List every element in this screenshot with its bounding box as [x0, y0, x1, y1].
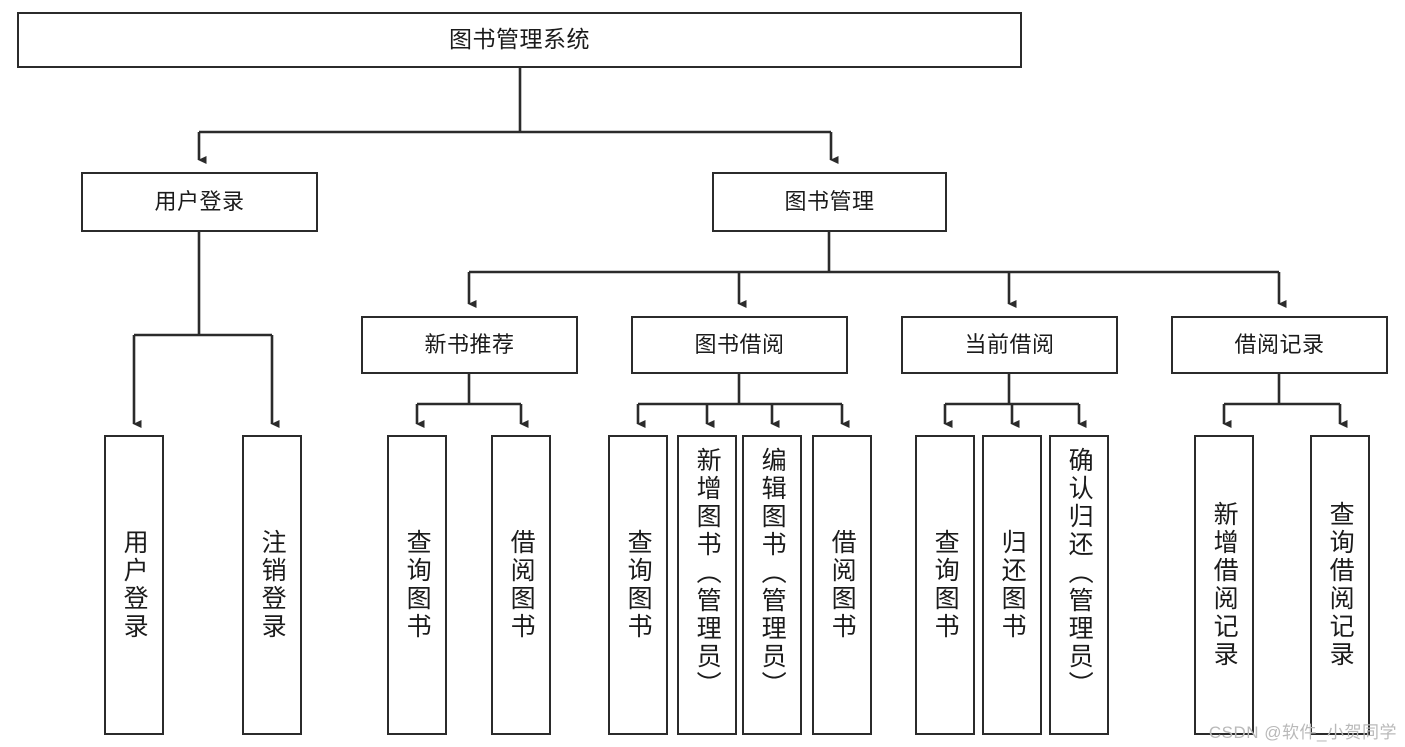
node-leaf-query-book-3-label: 查询图书 [931, 529, 960, 641]
node-root-system[interactable]: 图书管理系统 [17, 12, 1022, 68]
node-leaf-edit-book-admin[interactable]: 编辑图书（管理员） [742, 435, 802, 735]
node-book-management-label: 图书管理 [784, 189, 875, 215]
node-leaf-return-book[interactable]: 归还图书 [982, 435, 1042, 735]
node-book-borrow-label: 图书借阅 [694, 332, 785, 358]
node-book-borrow[interactable]: 图书借阅 [631, 316, 848, 374]
node-leaf-user-login-label: 用户登录 [120, 529, 149, 641]
node-leaf-return-book-label: 归还图书 [998, 529, 1027, 641]
node-current-borrow-label: 当前借阅 [964, 332, 1055, 358]
node-user-login-label: 用户登录 [154, 189, 245, 215]
node-leaf-query-borrow-record-label: 查询借阅记录 [1326, 501, 1355, 669]
node-leaf-user-login[interactable]: 用户登录 [104, 435, 164, 735]
node-leaf-query-book-1-label: 查询图书 [403, 529, 432, 641]
node-leaf-add-borrow-record-label: 新增借阅记录 [1210, 501, 1239, 669]
node-leaf-add-book-admin-label: 新增图书（管理员） [693, 447, 722, 699]
node-leaf-logout-login-label: 注销登录 [258, 529, 287, 641]
node-root-system-label: 图书管理系统 [449, 26, 590, 53]
node-leaf-borrow-book-2-label: 借阅图书 [828, 529, 857, 641]
node-leaf-borrow-book-1-label: 借阅图书 [507, 529, 536, 641]
node-leaf-query-book-2-label: 查询图书 [624, 529, 653, 641]
node-new-book-recommend[interactable]: 新书推荐 [361, 316, 578, 374]
node-leaf-query-book-2[interactable]: 查询图书 [608, 435, 668, 735]
node-book-management[interactable]: 图书管理 [712, 172, 947, 232]
node-leaf-query-borrow-record[interactable]: 查询借阅记录 [1310, 435, 1370, 735]
node-leaf-query-book-3[interactable]: 查询图书 [915, 435, 975, 735]
node-borrow-record-label: 借阅记录 [1234, 332, 1325, 358]
node-leaf-add-book-admin[interactable]: 新增图书（管理员） [677, 435, 737, 735]
node-new-book-recommend-label: 新书推荐 [424, 332, 515, 358]
node-leaf-confirm-return-admin[interactable]: 确认归还（管理员） [1049, 435, 1109, 735]
node-user-login[interactable]: 用户登录 [81, 172, 318, 232]
node-borrow-record[interactable]: 借阅记录 [1171, 316, 1388, 374]
node-leaf-add-borrow-record[interactable]: 新增借阅记录 [1194, 435, 1254, 735]
node-leaf-query-book-1[interactable]: 查询图书 [387, 435, 447, 735]
node-current-borrow[interactable]: 当前借阅 [901, 316, 1118, 374]
node-leaf-borrow-book-1[interactable]: 借阅图书 [491, 435, 551, 735]
csdn-watermark: CSDN @软件_小贺同学 [1208, 723, 1397, 742]
node-leaf-confirm-return-admin-label: 确认归还（管理员） [1065, 447, 1094, 699]
node-leaf-edit-book-admin-label: 编辑图书（管理员） [758, 447, 787, 699]
node-leaf-borrow-book-2[interactable]: 借阅图书 [812, 435, 872, 735]
node-leaf-logout-login[interactable]: 注销登录 [242, 435, 302, 735]
